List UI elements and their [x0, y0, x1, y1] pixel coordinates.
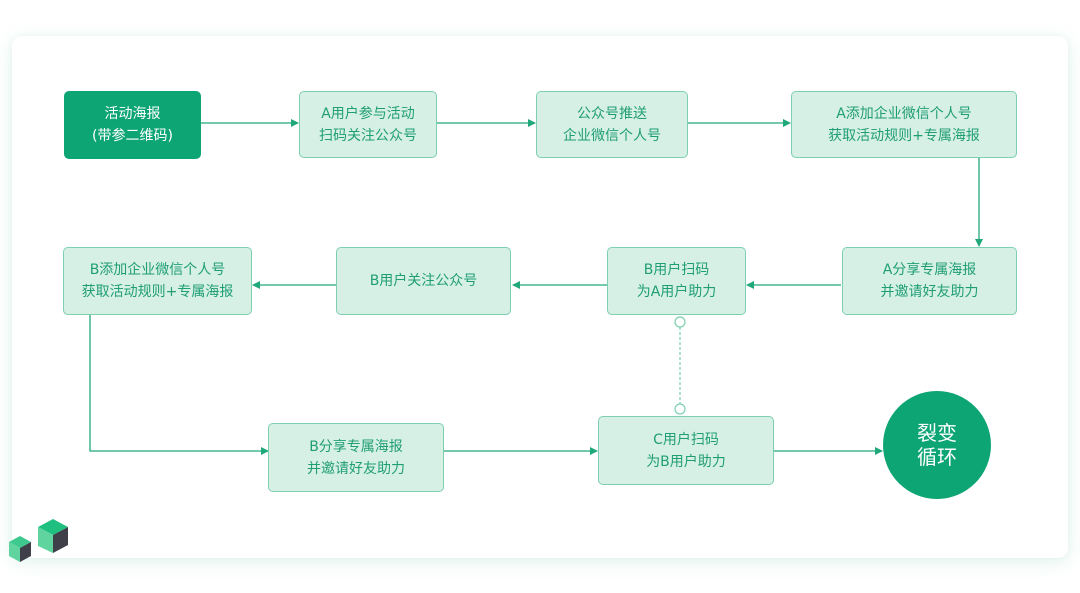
node-label-line: 并邀请好友助力	[880, 284, 979, 300]
node-label-line: A分享专属海报	[882, 262, 977, 278]
node-b-add-wecom: B添加企业微信个人号 获取活动规则+专属海报	[63, 247, 252, 315]
node-label-line: C用户扫码	[653, 431, 719, 448]
node-label-line: B用户扫码	[643, 262, 710, 278]
cubes-logo-icon	[9, 519, 68, 562]
node-oa-push: 公众号推送 企业微信个人号	[536, 91, 688, 158]
node-label-line: 为A用户助力	[636, 284, 717, 300]
node-b-scan: B用户扫码 为A用户助力	[607, 247, 746, 315]
node-label-line: 获取活动规则+专属海报	[81, 284, 234, 300]
node-label-line: 扫码关注公众号	[319, 127, 417, 144]
node-a-join: A用户参与活动 扫码关注公众号	[299, 91, 437, 158]
node-fission-loop: 裂变 循环	[883, 391, 991, 499]
node-label-line: 公众号推送	[577, 105, 647, 122]
node-label-line: (带参二维码)	[92, 128, 173, 144]
large-cube	[38, 519, 68, 553]
node-label-line: A添加企业微信个人号	[836, 105, 972, 122]
small-cube	[9, 536, 31, 562]
node-label-line: 企业微信个人号	[563, 127, 661, 144]
node-label-line: B分享专属海报	[309, 438, 403, 455]
node-b-share: B分享专属海报 并邀请好友助力	[268, 423, 444, 492]
node-label-line: 裂变	[917, 421, 957, 445]
node-label-line: 活动海报	[104, 106, 161, 122]
node-c-scan: C用户扫码 为B用户助力	[598, 416, 774, 485]
node-label-line: B添加企业微信个人号	[89, 262, 226, 278]
node-label-line: 为B用户助力	[646, 453, 726, 470]
node-label-line: A用户参与活动	[321, 105, 415, 122]
node-label-line: 并邀请好友助力	[307, 460, 405, 477]
node-a-share: A分享专属海报 并邀请好友助力	[842, 247, 1017, 315]
node-b-follow: B用户关注公众号	[336, 247, 511, 315]
node-label-line: B用户关注公众号	[369, 273, 478, 289]
node-poster: 活动海报 (带参二维码)	[64, 91, 201, 159]
node-a-add-wecom: A添加企业微信个人号 获取活动规则+专属海报	[791, 91, 1017, 158]
node-label-line: 循环	[917, 445, 957, 469]
node-label-line: 获取活动规则+专属海报	[828, 127, 980, 144]
